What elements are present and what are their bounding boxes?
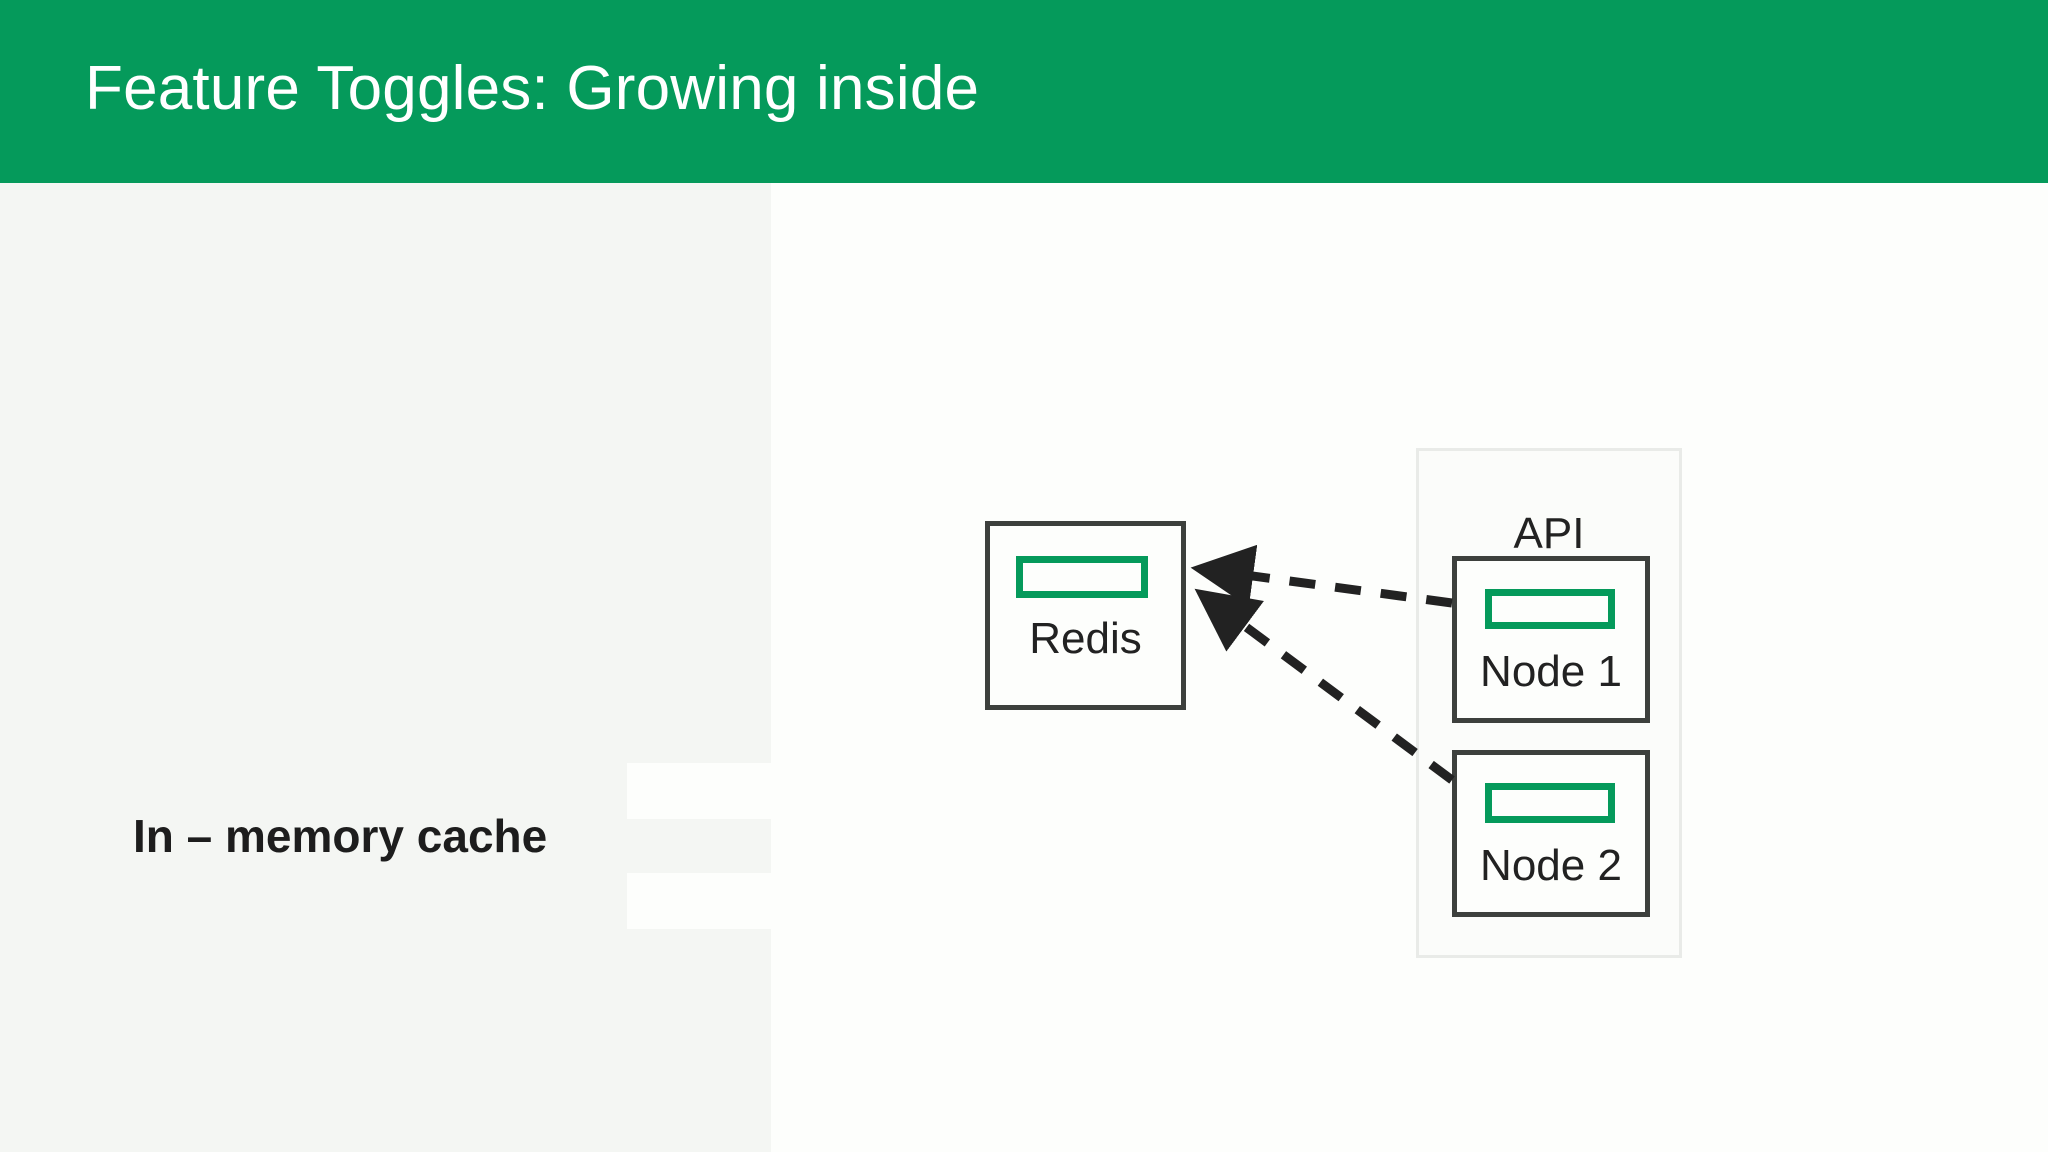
left-panel-heading: In – memory cache	[133, 810, 548, 862]
arrow-node1-to-redis	[1190, 544, 1453, 608]
slide-header-band: Feature Toggles: Growing inside	[0, 0, 2048, 183]
redis-node-box	[985, 521, 1186, 710]
node1-label: Node 1	[1480, 647, 1622, 696]
arrow-node2-to-redis	[1194, 588, 1455, 784]
node1-toggle-chip-icon	[1485, 589, 1615, 629]
architecture-diagram: API Redis Node 1 Node 2	[771, 183, 2048, 1152]
redis-toggle-chip-icon	[1016, 556, 1148, 598]
left-panel: In – memory cache wirex NET FEST	[0, 183, 771, 1152]
page-title: Feature Toggles: Growing inside	[85, 54, 980, 123]
api-container-label: API	[1513, 509, 1585, 558]
arrow-layer	[1190, 544, 1455, 784]
node2-box	[1452, 750, 1650, 917]
node2-label: Node 2	[1480, 841, 1622, 890]
decorative-bar-top	[627, 763, 771, 819]
decorative-bar-bottom	[627, 873, 771, 929]
node1-box	[1452, 556, 1650, 723]
redis-node-label: Redis	[1029, 614, 1142, 663]
node2-toggle-chip-icon	[1485, 783, 1615, 823]
